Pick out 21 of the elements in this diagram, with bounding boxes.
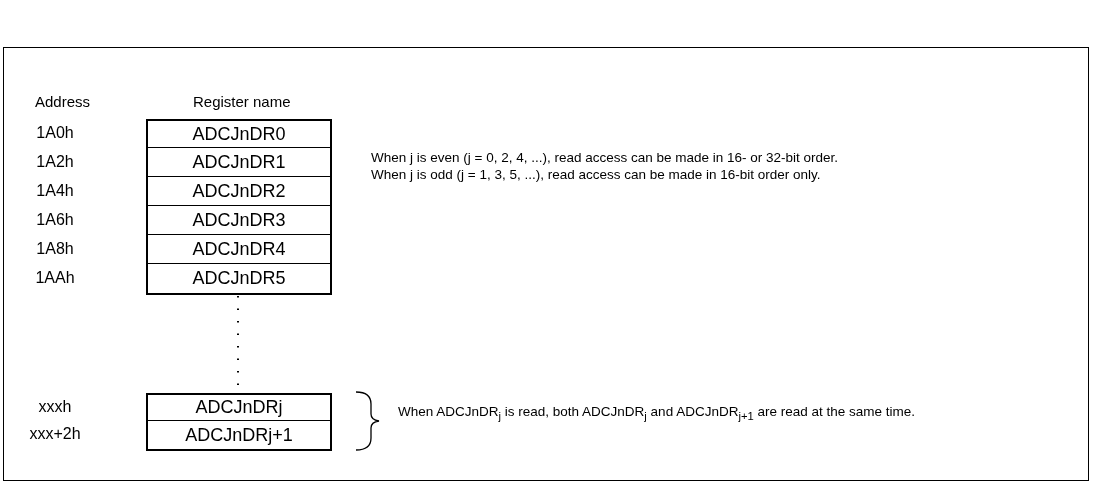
register-box: ADCJnDRj — [146, 393, 332, 422]
register-box: ADCJnDR1 — [146, 148, 332, 178]
address-text: 1A4h — [35, 182, 75, 200]
register-box: ADCJnDR3 — [146, 206, 332, 236]
register-box: ADCJnDR2 — [146, 177, 332, 207]
note-text: When ADCJnDR$_{j}$ is read, both ADCJnDR$_{j}$ and ADCJnDR$_{j+1}$ are read at the same time. — [398, 403, 917, 424]
address-text: 1AAh — [34, 269, 76, 287]
address-text: 1A8h — [35, 240, 75, 258]
address-text: 1A2h — [35, 153, 75, 171]
column-header: Address — [35, 93, 91, 110]
address-text: xxxh — [37, 398, 73, 416]
note-text: When j is even (j = 0, 2, 4, ...), read access can be made in 16- or 32-bit order. — [371, 150, 839, 165]
address-text: 1A6h — [35, 211, 75, 229]
note-text: When j is odd (j = 1, 3, 5, ...), read access can be made in 16-bit order only. — [371, 167, 821, 182]
register-box: ADCJnDR5 — [146, 264, 332, 295]
register-box: ADCJnDRj+1 — [146, 421, 332, 451]
column-header: Register name — [193, 93, 291, 110]
address-text: 1A0h — [35, 124, 75, 142]
register-box: ADCJnDR4 — [146, 235, 332, 265]
register-box: ADCJnDR0 — [146, 119, 332, 149]
address-text: xxx+2h — [28, 425, 82, 443]
